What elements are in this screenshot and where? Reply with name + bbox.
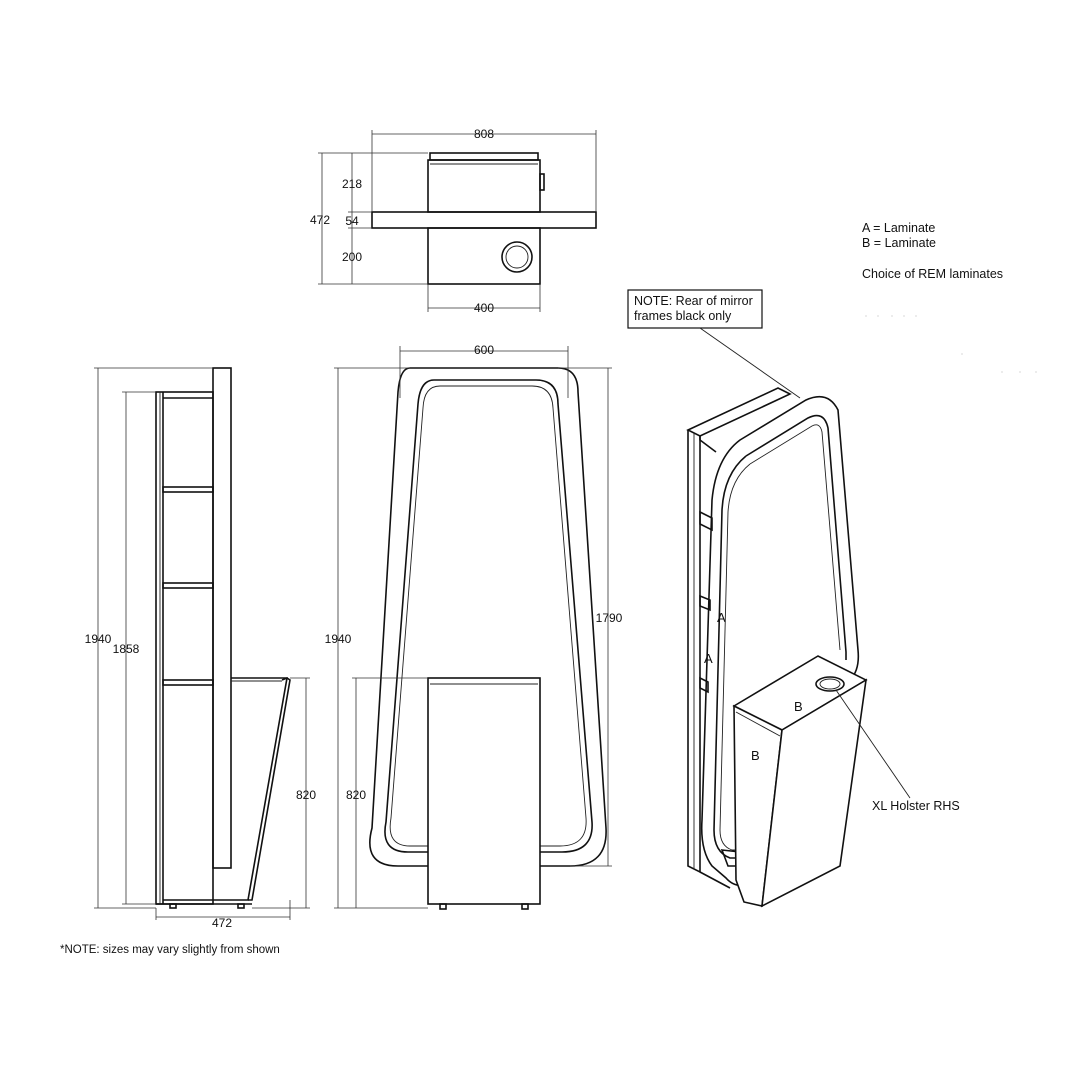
holster-label: XL Holster RHS [872,799,960,813]
iso-shelf [699,594,711,612]
top-view-hinge [539,173,545,191]
legend-b: B = Laminate [862,236,936,250]
top-view: 808 472 218 54 200 400 [310,127,597,315]
footnote: *NOTE: sizes may vary slightly from show… [60,944,280,956]
top-view-mirror-box [427,159,541,213]
note-line-1: NOTE: Rear of mirror [634,294,753,308]
side-view-base-cabinet [163,677,288,901]
side-view-shelf [162,582,214,589]
note-line-2: frames black only [634,309,732,323]
legend-a: A = Laminate [862,221,935,235]
side-view-shelf [162,486,214,493]
iso-holster [815,676,845,692]
side-view: 1940 1858 820 472 [85,367,316,930]
iso-pedestal-front [733,704,783,907]
dim-side-inner-height: 1858 [113,642,140,656]
top-view-holster [501,241,533,273]
isometric-view: A A B B XL Holster RHS [686,387,960,908]
dim-side-base-height: 820 [296,788,316,802]
iso-shelf [699,510,713,532]
iso-shelf-unit [686,387,792,437]
side-view-shelf [162,679,214,686]
dim-front-frame-height: 1790 [596,611,623,625]
legend-choice: Choice of REM laminates [862,267,1003,281]
top-view-shelf-plate [371,211,597,229]
side-view-shelf-unit [155,391,214,905]
top-view-mirror-lip [429,152,539,161]
iso-shelf [699,676,709,694]
dim-top-depth-a: 218 [342,177,362,191]
iso-label-a: A [704,651,713,666]
dim-top-depth-c: 200 [342,250,362,264]
front-view-mirror-glass [389,385,587,847]
note-box: NOTE: Rear of mirror frames black only [627,289,801,399]
legend-specks [865,315,1037,373]
front-view: 600 1940 1790 820 [325,343,623,910]
dim-top-depth-total: 472 [310,213,330,227]
iso-mirror-frame-inner [745,414,847,660]
iso-label-b: B [794,699,803,714]
iso-label-a: A [717,610,726,625]
legend: A = Laminate B = Laminate Choice of REM … [862,221,1037,373]
dim-side-depth: 472 [212,916,232,930]
dim-front-width: 600 [474,343,494,357]
front-view-base-cabinet [427,677,541,905]
side-view-back-panel [212,367,232,869]
dim-top-base-width: 400 [474,301,494,315]
dim-top-width: 808 [474,127,494,141]
dim-side-height: 1940 [85,632,112,646]
dim-front-height: 1940 [325,632,352,646]
iso-pedestal-side [761,678,868,908]
top-view-base [427,227,541,285]
front-view-mirror-frame-inner [384,379,593,853]
iso-label-b: B [751,748,760,763]
dim-front-base-height: 820 [346,788,366,802]
dim-top-depth-b: 54 [345,214,359,228]
